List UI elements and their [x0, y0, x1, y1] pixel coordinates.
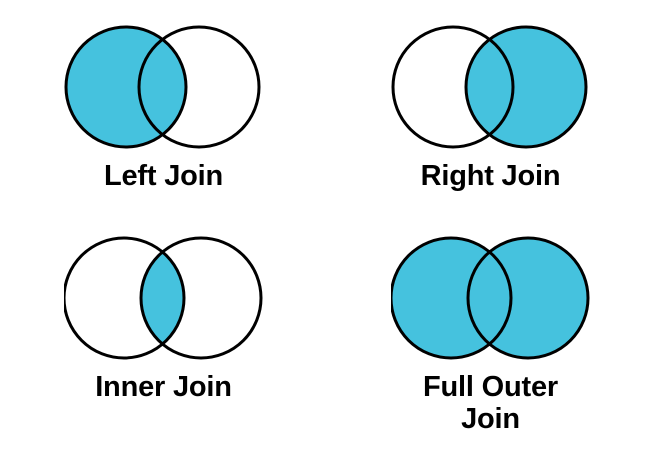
left-join-right-circle-outline [137, 25, 260, 149]
venn-cell-right-join: Right Join [327, 22, 654, 192]
full-outer-join-left-circle-outline [390, 236, 512, 360]
venn-cell-full-outer-join: Full Outer Join [327, 233, 654, 436]
left-join-intersection-fill [138, 27, 186, 147]
left-join-venn-figure [64, 25, 260, 149]
inner-join-left-circle-outline [63, 236, 185, 360]
full-outer-join-label: Full Outer Join [423, 371, 558, 436]
right-join-label: Right Join [420, 160, 561, 192]
full-outer-join-right-circle-fill [467, 238, 588, 358]
right-join-left-circle-outline [391, 25, 514, 149]
right-join-intersection-fill [465, 27, 513, 147]
inner-join-label: Inner Join [95, 371, 232, 403]
inner-join-right-circle-outline [139, 236, 262, 360]
full-outer-join-venn-figure [390, 236, 589, 360]
inner-join-venn-figure [63, 236, 262, 360]
right-join-venn-figure [391, 25, 587, 149]
full-outer-join-right-circle-outline [466, 236, 589, 360]
right-join-right-circle-outline [464, 25, 587, 149]
inner-join-intersection-fill [140, 238, 184, 358]
left-join-label: Left Join [103, 160, 224, 192]
venn-cell-inner-join: Inner Join [0, 233, 327, 403]
left-join-left-circle-outline [64, 25, 187, 149]
venn-cell-left-join: Left Join [0, 22, 327, 192]
